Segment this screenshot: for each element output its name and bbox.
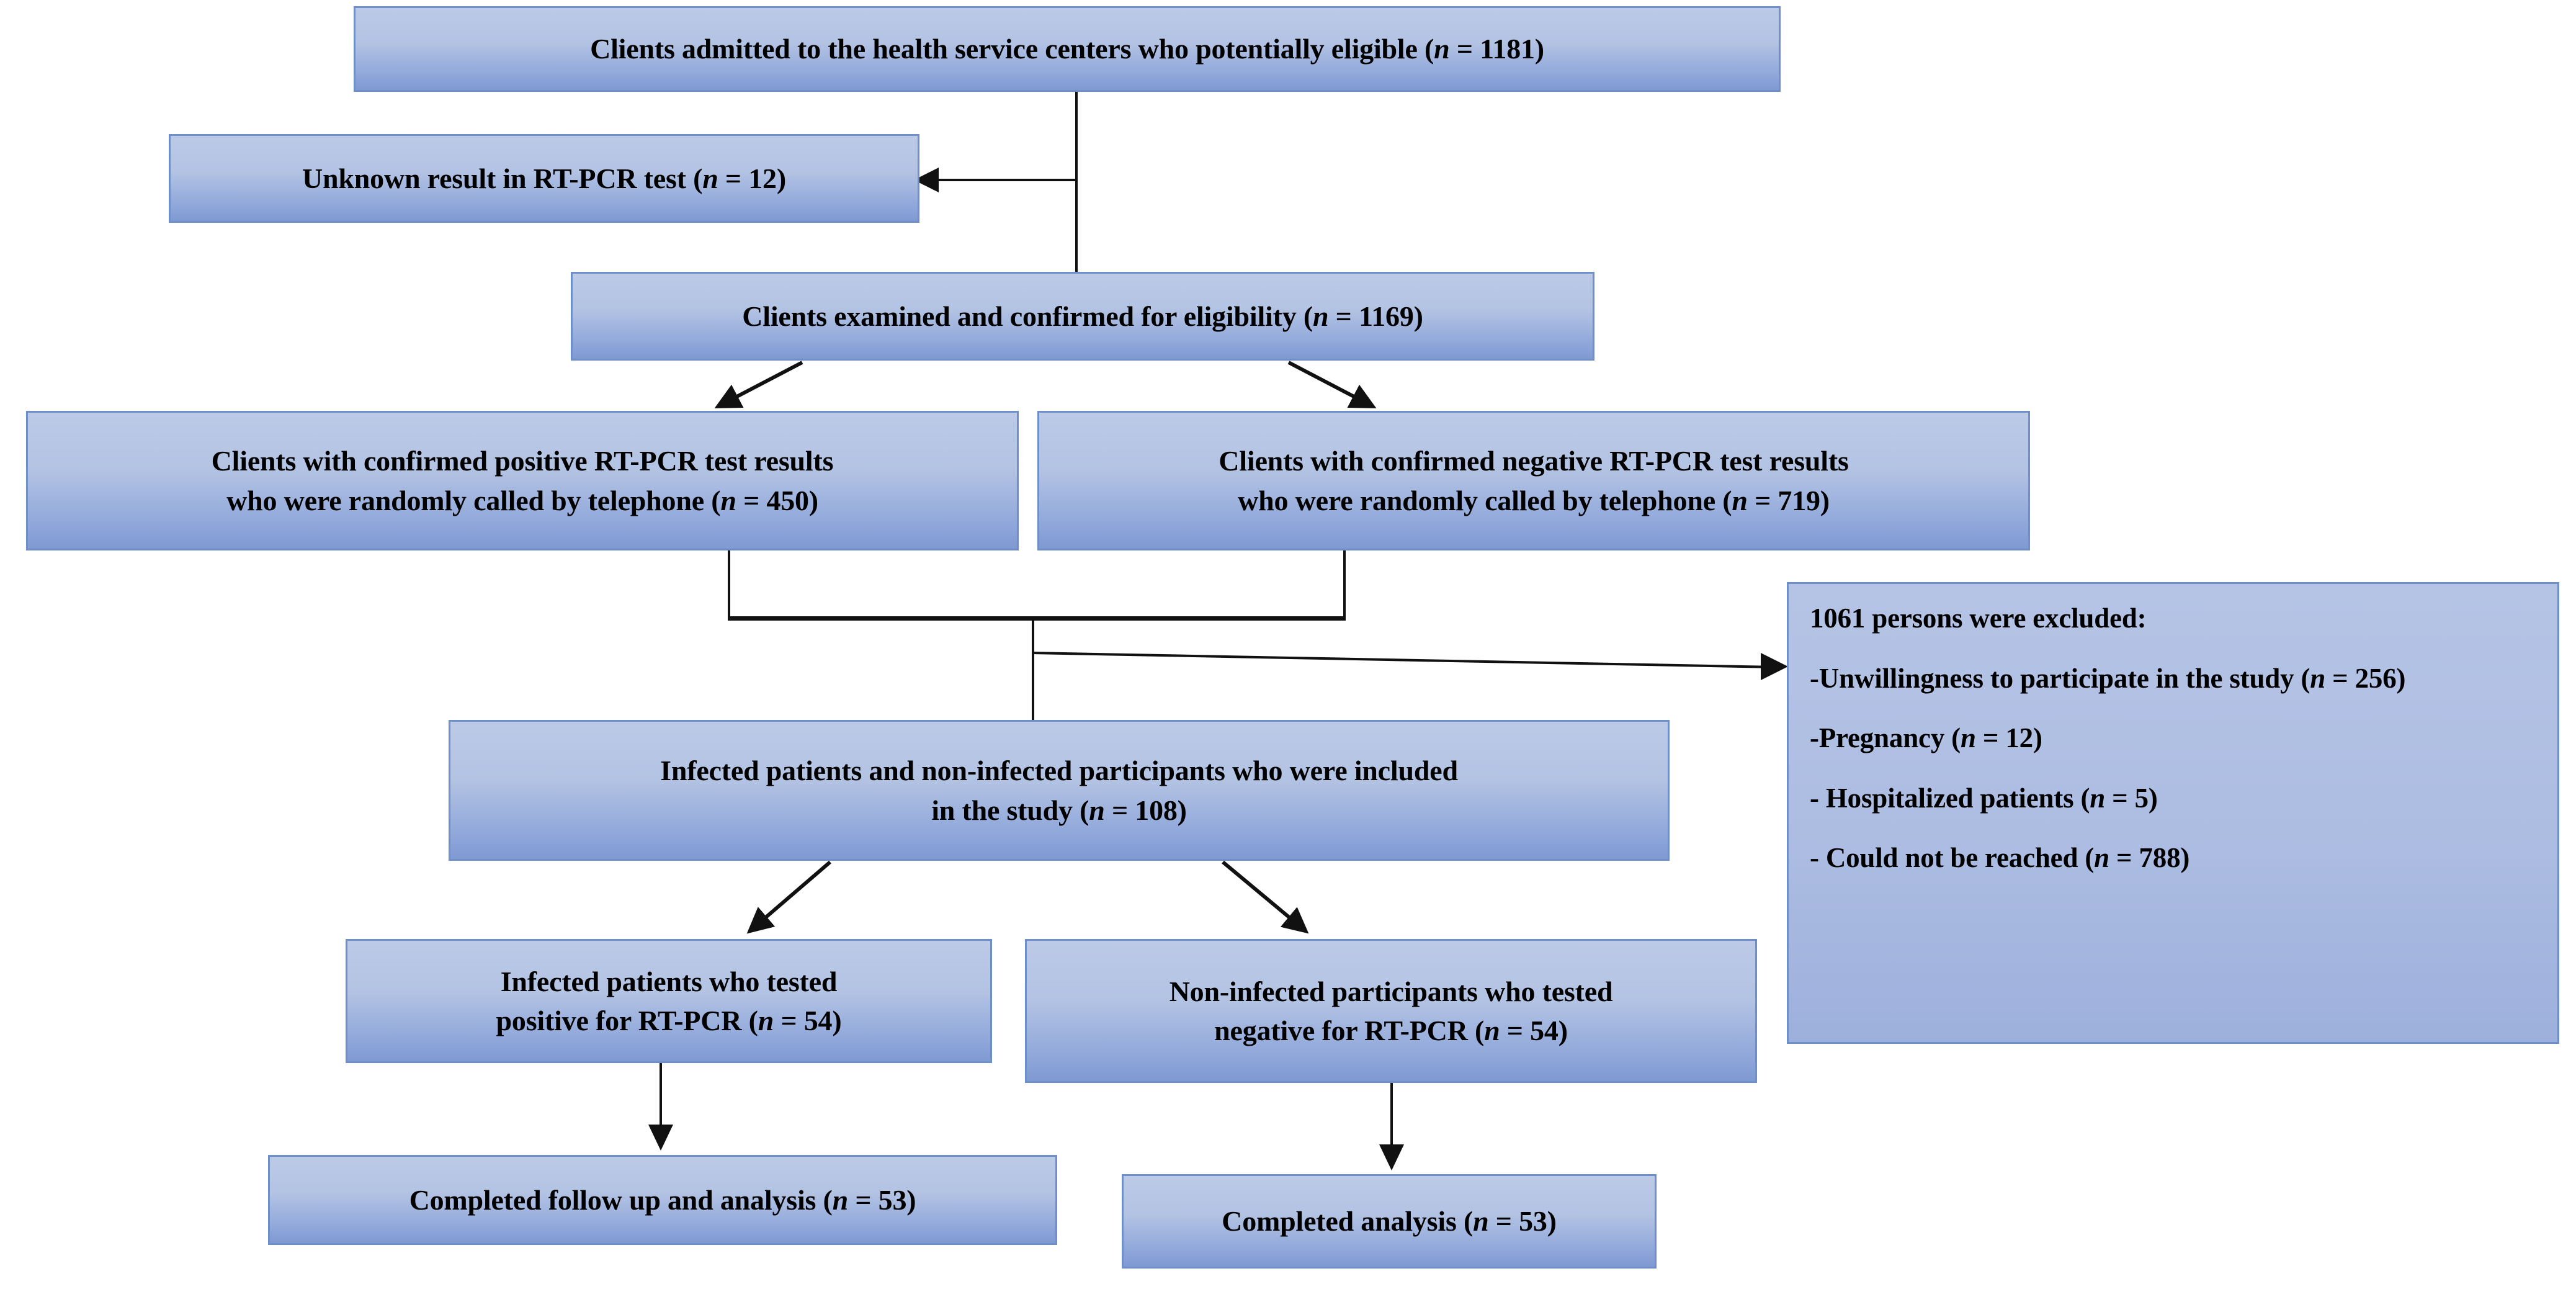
connector-admitted-to-eligible (1075, 90, 1078, 273)
node-completed-followup-label: Completed follow up and analysis (n = 53… (409, 1183, 916, 1216)
node-included-in-study-label: Infected patients and non-infected parti… (660, 755, 1458, 826)
connector-branch-unknown-result (939, 179, 1076, 181)
arrowhead-followup (648, 1125, 673, 1151)
node-clients-eligible[interactable]: Clients examined and confirmed for eligi… (571, 272, 1594, 361)
connector-included-to-noninfected (1222, 860, 1309, 934)
node-completed-analysis-label: Completed analysis (n = 53) (1222, 1205, 1557, 1237)
arrowhead-excluded (1761, 653, 1788, 680)
connector-eligible-to-negative (1287, 361, 1377, 408)
excluded-reason-unwillingness: -Unwillingness to participate in the stu… (1810, 662, 2406, 694)
excluded-reason-unreachable: - Could not be reached (n = 788) (1810, 842, 2190, 873)
node-negative-called-label: Clients with confirmed negative RT-PCR t… (1219, 445, 1849, 516)
node-positive-called[interactable]: Clients with confirmed positive RT-PCR t… (26, 411, 1019, 550)
connector-included-to-infected (746, 860, 831, 934)
node-clients-admitted[interactable]: Clients admitted to the health service c… (354, 6, 1781, 92)
connector-merge-bracket (728, 545, 1346, 621)
node-completed-analysis[interactable]: Completed analysis (n = 53) (1122, 1174, 1657, 1269)
connector-branch-excluded (1031, 652, 1764, 668)
node-noninfected-negative[interactable]: Non-infected participants who tested neg… (1025, 939, 1757, 1083)
excluded-reason-pregnancy: -Pregnancy (n = 12) (1810, 722, 2042, 753)
node-negative-called[interactable]: Clients with confirmed negative RT-PCR t… (1037, 411, 2030, 550)
connector-eligible-to-positive (714, 361, 803, 408)
node-infected-positive[interactable]: Infected patients who tested positive fo… (346, 939, 992, 1063)
connector-infected-to-followup (660, 1062, 662, 1128)
node-completed-followup[interactable]: Completed follow up and analysis (n = 53… (268, 1155, 1057, 1245)
node-noninfected-negative-label: Non-infected participants who tested neg… (1169, 975, 1613, 1046)
node-clients-admitted-label: Clients admitted to the health service c… (590, 33, 1544, 65)
node-unknown-rtpcr-result[interactable]: Unknown result in RT-PCR test (n = 12) (169, 134, 919, 223)
node-positive-called-label: Clients with confirmed positive RT-PCR t… (211, 445, 834, 516)
excluded-heading: 1061 persons were excluded: (1810, 603, 2147, 634)
connector-noninfected-to-analysis (1390, 1082, 1393, 1148)
arrowhead-analysis (1379, 1144, 1404, 1170)
connector-merge-to-included (1032, 619, 1034, 730)
node-excluded-panel[interactable]: 1061 persons were excluded: -Unwillingne… (1787, 582, 2559, 1044)
node-unknown-rtpcr-result-label: Unknown result in RT-PCR test (n = 12) (302, 162, 786, 194)
node-included-in-study[interactable]: Infected patients and non-infected parti… (449, 720, 1670, 861)
node-clients-eligible-label: Clients examined and confirmed for eligi… (742, 300, 1423, 332)
excluded-reason-hospitalized: - Hospitalized patients (n = 5) (1810, 782, 2158, 814)
node-infected-positive-label: Infected patients who tested positive fo… (496, 965, 842, 1036)
